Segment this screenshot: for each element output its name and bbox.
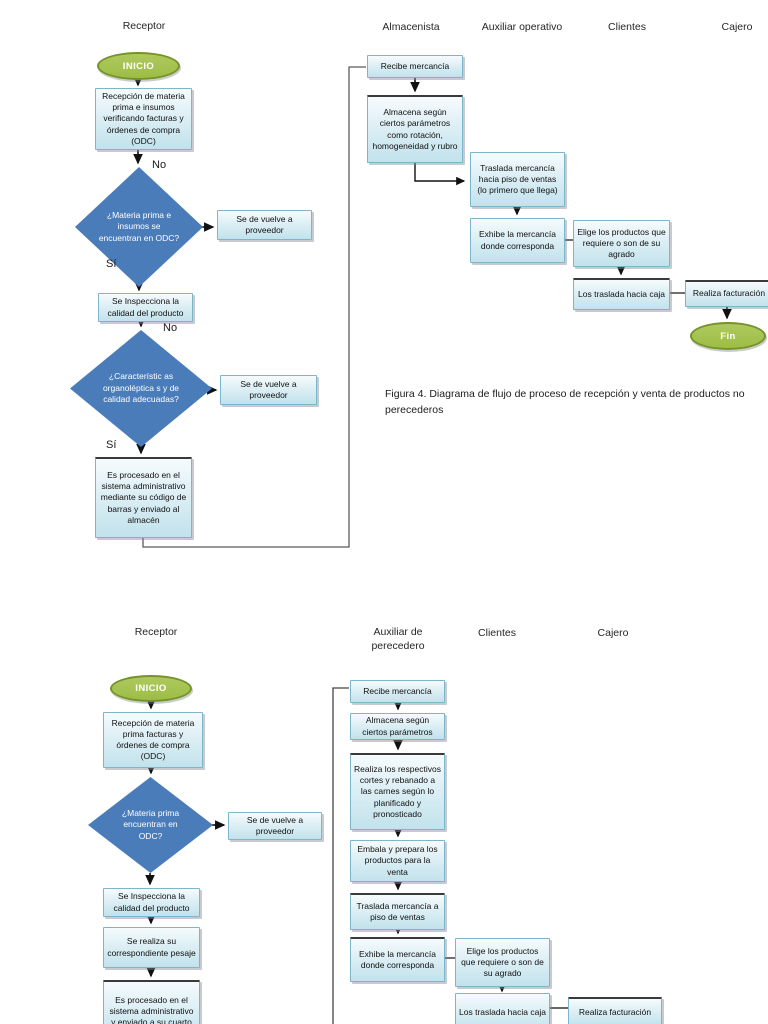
start-node: INICIO: [97, 52, 180, 80]
branch-label-si: Sí: [106, 258, 117, 270]
lane-header-almacenista: Almacenista: [382, 21, 440, 33]
node-almacena-parametros: Almacena según ciertos parámetros: [350, 713, 445, 740]
node-elige-productos: Elige los productos que requiere o son d…: [455, 938, 550, 987]
node-recibe-mercancia: Recibe mercancía: [350, 680, 445, 703]
lane-header-cajero: Cajero: [721, 21, 753, 33]
node-elige-productos: Elige los productos que requiere o son d…: [573, 220, 670, 267]
lane-header-receptor: Receptor: [122, 20, 166, 32]
node-devuelve-proveedor-1: Se de vuelve a proveedor: [217, 210, 312, 240]
figure-caption: Figura 4. Diagrama de flujo de proceso d…: [385, 388, 745, 416]
node-inspecciona-calidad: Se Inspecciona la calidad del producto: [98, 293, 193, 322]
node-realiza-cortes: Realiza los respectivos cortes y rebanad…: [350, 753, 445, 830]
node-almacena-parametros: Almacena según ciertos parámetros como r…: [367, 95, 463, 163]
lane-header-receptor: Receptor: [134, 626, 178, 638]
lane-header-clientes: Clientes: [608, 21, 646, 33]
lane-header-clientes: Clientes: [478, 627, 516, 639]
branch-label-si: Sí: [106, 439, 117, 451]
decision-caracteristicas: ¿Característic as organoléptica s y de c…: [70, 330, 212, 447]
node-traslada-piso-ventas: Traslada mercancía hacia piso de ventas …: [470, 152, 565, 207]
node-procesado-sistema: Es procesado en el sistema administrativ…: [95, 457, 192, 538]
node-recepcion-materia: Recepción de materia prima facturas y ór…: [103, 712, 203, 768]
node-traslada-caja: Los traslada hacia caja: [455, 993, 550, 1024]
decision-materia-en-odc: ¿Materia prima encuentran en ODC?: [88, 777, 213, 873]
end-node: Fin: [690, 322, 766, 350]
node-procesado-sistema: Es procesado en el sistema administrativ…: [103, 980, 200, 1024]
lane-header-auxiliar-operativo: Auxiliar operativo: [481, 21, 563, 33]
decision-label: ¿Materia prima e insumos se encuentran e…: [98, 209, 180, 243]
node-inspecciona-calidad: Se Inspecciona la calidad del producto: [103, 888, 200, 917]
node-traslada-piso-ventas: Traslada mercancía a piso de ventas: [350, 893, 445, 930]
node-devuelve-proveedor: Se de vuelve a proveedor: [228, 812, 322, 840]
node-traslada-caja: Los traslada hacia caja: [573, 278, 670, 310]
node-realiza-facturacion: Realiza facturación: [685, 280, 768, 307]
decision-label: ¿Materia prima encuentran en ODC?: [121, 807, 180, 841]
start-node: INICIO: [110, 675, 192, 702]
node-exhibe-mercancia: Exhibe la mercancía donde corresponda: [350, 937, 445, 982]
node-exhibe-mercancia: Exhibe la mercancía donde corresponda: [470, 218, 565, 263]
lane-header-auxiliar-perecedero: Auxiliar de perecedero: [371, 626, 425, 652]
node-embala-prepara: Embala y prepara los productos para la v…: [350, 840, 445, 882]
branch-label-no: No: [152, 159, 167, 171]
lane-header-cajero: Cajero: [597, 627, 629, 639]
node-devuelve-proveedor-2: Se de vuelve a proveedor: [220, 375, 317, 405]
node-recibe-mercancia: Recibe mercancía: [367, 55, 463, 78]
node-recepcion-materia: Recepción de materia prima e insumos ver…: [95, 88, 192, 150]
node-pesaje: Se realiza su correspondiente pesaje: [103, 927, 200, 968]
node-realiza-facturacion: Realiza facturación: [568, 997, 662, 1024]
decision-materia-en-odc: ¿Materia prima e insumos se encuentran e…: [75, 167, 203, 287]
decision-label: ¿Característic as organoléptica s y de c…: [102, 371, 180, 405]
branch-label-no: No: [163, 322, 178, 334]
